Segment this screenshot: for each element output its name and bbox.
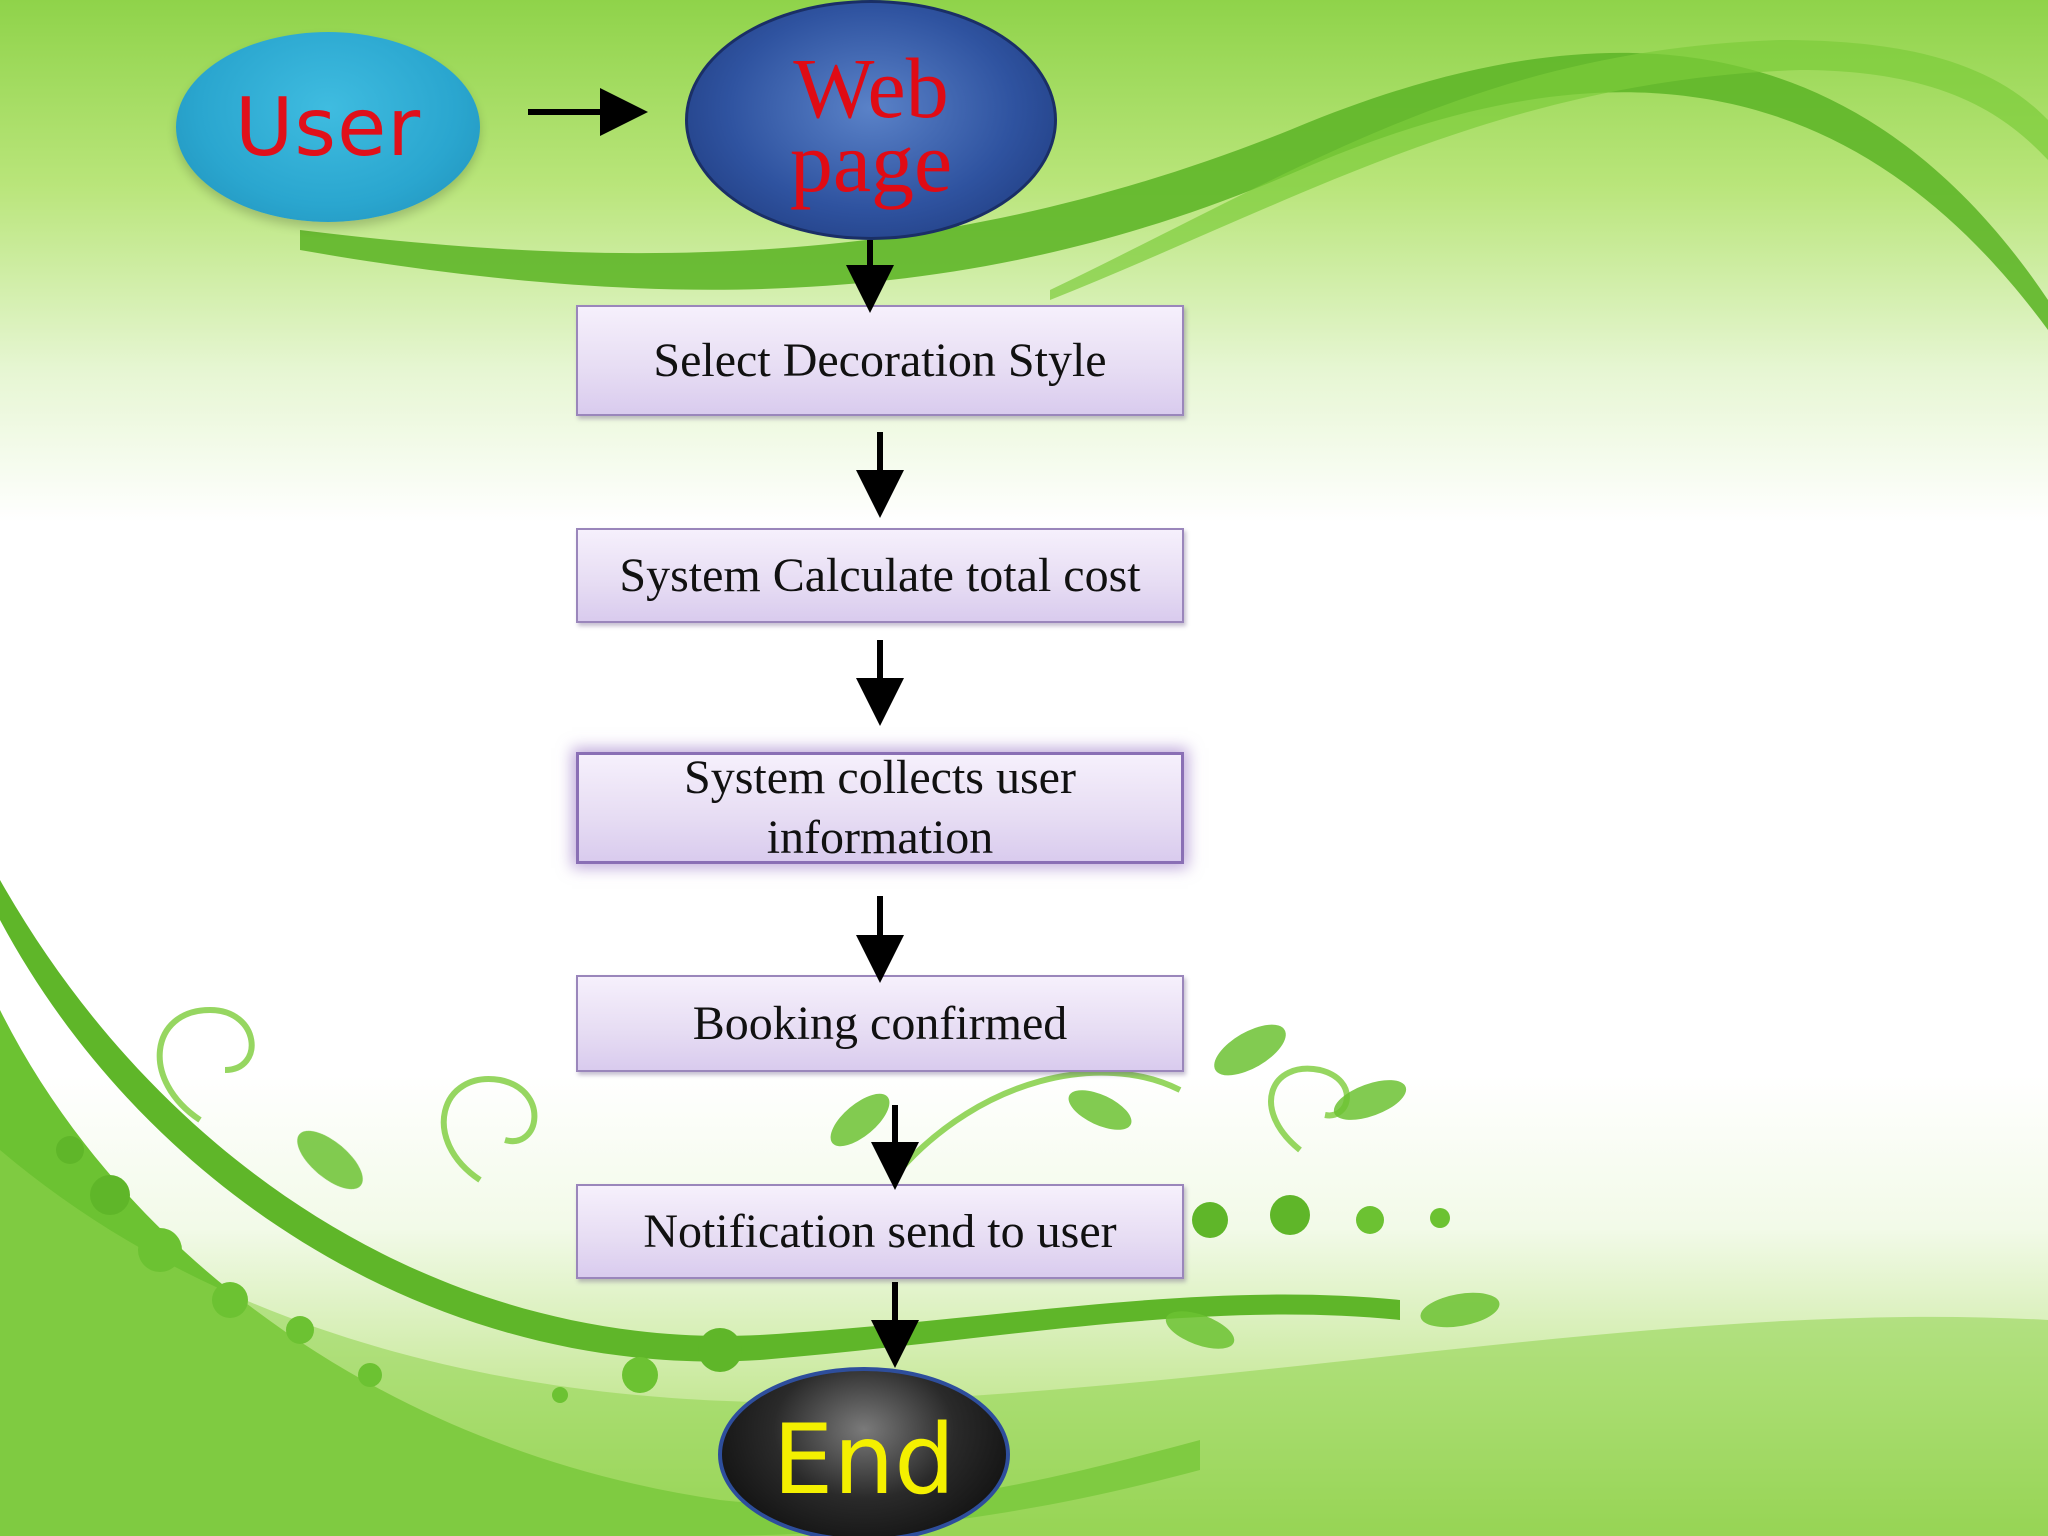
web-page-node: Web page <box>685 0 1057 240</box>
web-page-node-label: Web page <box>789 40 953 210</box>
step-calculate-total-cost: System Calculate total cost <box>576 528 1184 623</box>
step-label: System collects user information <box>684 751 1076 864</box>
end-node-label: End <box>772 1403 956 1516</box>
step-label: Booking confirmed <box>692 996 1068 1050</box>
step-collect-user-information: System collects user information <box>576 751 1184 864</box>
step-notification-sent: Notification send to user <box>576 1184 1184 1279</box>
step-label: System Calculate total cost <box>619 548 1141 602</box>
step-label: Select Decoration Style <box>653 333 1107 387</box>
step-booking-confirmed: Booking confirmed <box>576 975 1184 1072</box>
step-label: Notification send to user <box>643 1204 1117 1258</box>
user-node-label: User <box>234 80 422 174</box>
user-node: User <box>176 32 480 222</box>
step-select-decoration-style: Select Decoration Style <box>576 305 1184 416</box>
end-node: End <box>718 1367 1010 1536</box>
